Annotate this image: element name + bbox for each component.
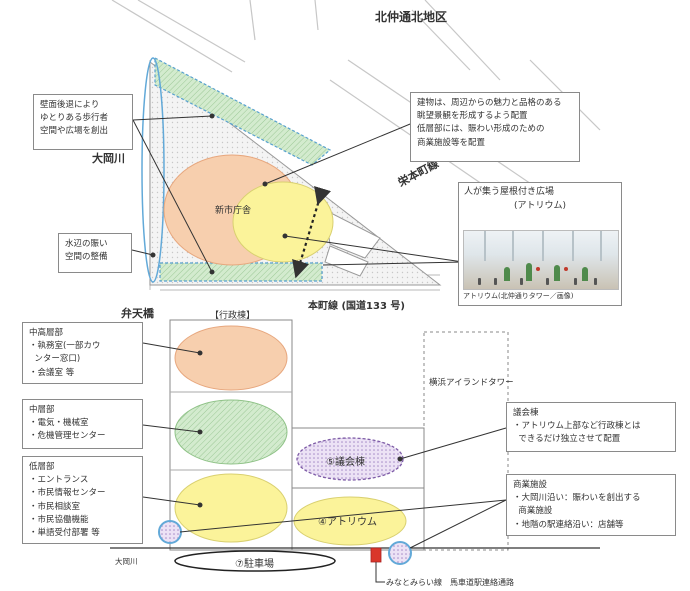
leader-dot <box>282 233 288 239</box>
leader-dot <box>209 269 215 275</box>
mid-floor-box: 中層部 ・電気・機械室 ・危機管理センター <box>22 399 143 449</box>
river-zone-ellipse <box>141 57 165 283</box>
atrium-building-outline <box>291 487 425 551</box>
plaza-arrow <box>292 186 331 279</box>
leader-dot <box>397 456 403 462</box>
waterfront-callout: 水辺の賑い 空間の整備 <box>58 233 132 273</box>
leader-dot <box>150 252 156 258</box>
section-leaders <box>142 342 507 549</box>
river-small-label: 大岡川 <box>115 557 138 566</box>
leader-dot <box>197 429 203 435</box>
station-label: みなとみらい線 馬車道駅連絡通路 <box>386 578 514 587</box>
walkway-callout: 壁面後退により ゆとりある歩行者 空間や広場を創出 <box>33 94 133 150</box>
parking-ellipse <box>174 550 336 572</box>
district-north-label: 北仲通北地区 <box>375 10 448 24</box>
commercial-box: 商業施設 ・大岡川沿い：賑わいを創出する 商業施設 ・地階の駅連絡沿い：店舗等 <box>506 474 676 536</box>
atrium-photo-caption: アトリウム(北仲通りタワー／画像) <box>463 292 574 300</box>
council-ellipse <box>296 437 404 481</box>
atrium-photo <box>463 230 619 290</box>
road-bottom-label: 本町線 (国道133 号) <box>308 301 405 312</box>
admin-tower-label: 【行政棟】 <box>210 311 256 321</box>
leader-dot <box>197 350 203 356</box>
parking-label: ⑦駐車場 <box>235 559 274 570</box>
new-city-hall-label: 新市庁舎 <box>215 206 252 216</box>
station-leader <box>375 562 385 583</box>
atrium-callout-title: 人が集う屋根付き広場 <box>464 187 555 197</box>
low-floor-box: 低層部 ・エントランス ・市民情報センター ・市民相談室 ・市民協働機能 ・単語… <box>22 456 143 544</box>
mid-floor-ellipse <box>174 399 288 465</box>
island-tower-label: 横浜アイランドタワー <box>429 378 514 388</box>
bridge-label: 弁天橋 <box>121 307 154 320</box>
callout-leaders <box>131 115 464 273</box>
high-floor-box: 中高層部 ・執務室(一部カウ ンター窓口) ・会議室 等 <box>22 322 143 384</box>
station-marker <box>370 547 382 563</box>
council-box: 議会棟 ・アトリウム上部など行政棟とは できるだけ独立させて配置 <box>506 402 676 452</box>
council-label: ⑤議会棟 <box>326 457 365 468</box>
low-floor-ellipse <box>174 473 288 543</box>
high-floor-ellipse <box>174 325 288 391</box>
atrium-plaza-ellipse <box>232 181 334 263</box>
river-label: 大岡川 <box>92 152 125 165</box>
leader-dot <box>262 181 268 187</box>
leader-dot <box>197 502 203 508</box>
riverside-commerce-marker <box>158 520 182 544</box>
landscape-callout: 建物は、周辺からの魅力と品格のある 眺望景観を形成するよう配置 低層部には、賑わ… <box>410 92 580 162</box>
atrium-label: ④アトリウム <box>318 517 377 528</box>
station-commerce-marker <box>388 541 412 565</box>
island-tower-outline <box>423 331 509 551</box>
atrium-callout-subtitle: (アトリウム) <box>513 200 567 211</box>
leader-dot <box>209 113 215 119</box>
